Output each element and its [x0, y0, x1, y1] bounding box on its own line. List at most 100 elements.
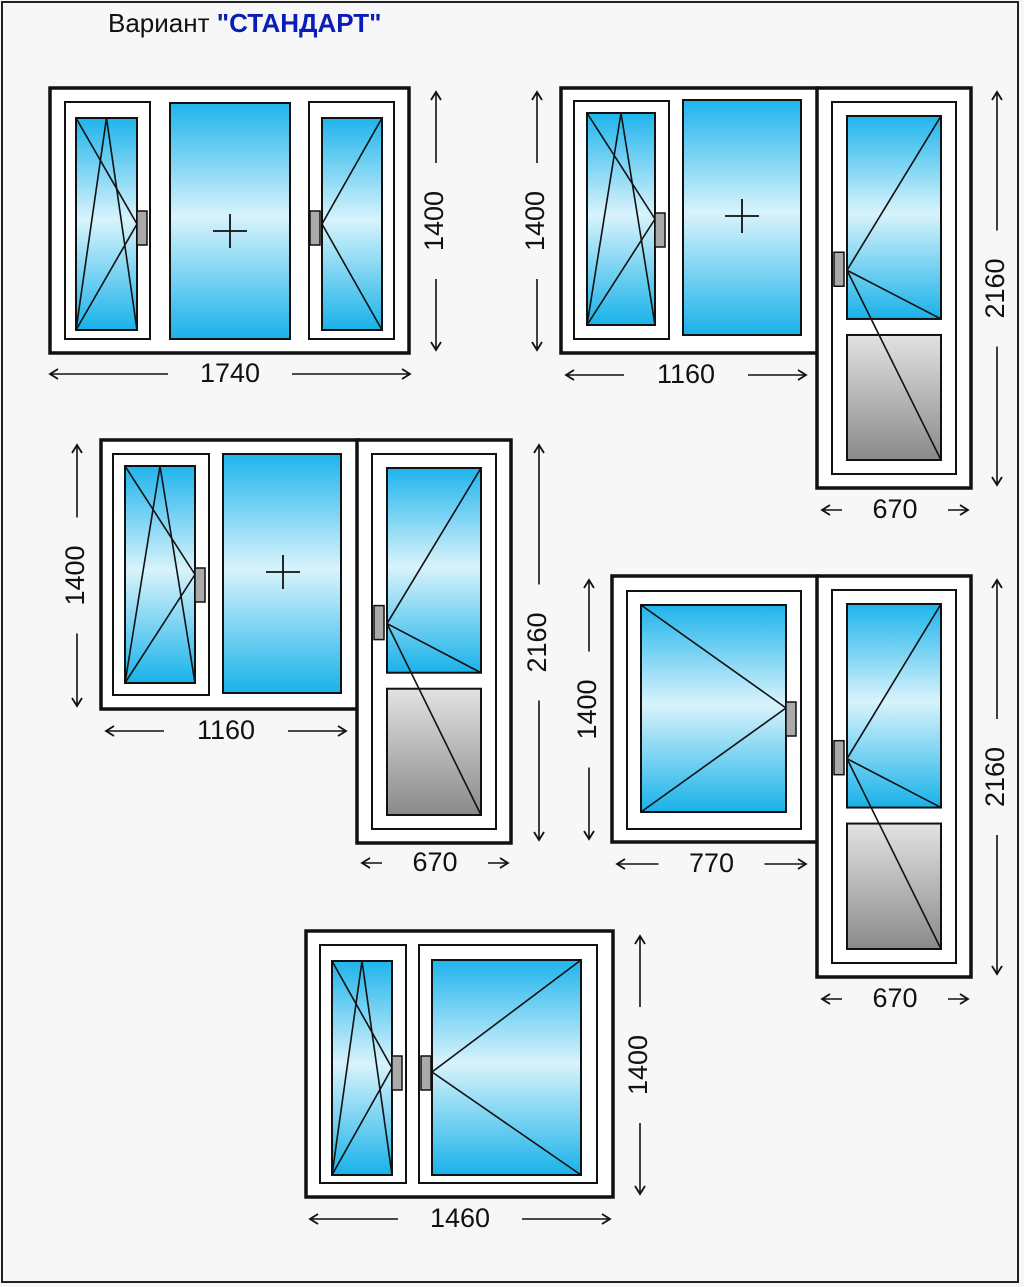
tilt-line	[361, 960, 393, 1176]
arrow-head-icon	[430, 90, 442, 101]
dimension-label: 1460	[430, 1203, 490, 1233]
opening-line	[846, 269, 942, 320]
handle-icon	[309, 210, 321, 246]
arrow-head-icon	[533, 831, 545, 842]
dimension-label: 770	[689, 848, 734, 878]
arrow-head-icon	[308, 1213, 319, 1225]
opening-line	[846, 269, 942, 461]
arrow-head-icon	[991, 578, 1003, 589]
dimension-label: 670	[872, 494, 917, 524]
handle-icon	[194, 567, 206, 603]
arrow-head-icon	[430, 341, 442, 352]
arrow-head-icon	[533, 443, 545, 454]
opening-line	[331, 960, 393, 1069]
window-w5: 1460 1400	[304, 929, 653, 1233]
glass-pane	[331, 960, 393, 1176]
dimension-label: 1400	[623, 1035, 653, 1095]
tilt-line	[159, 465, 196, 684]
opening-line	[846, 757, 942, 809]
dimension-label: 1400	[520, 191, 550, 251]
tilt-line	[620, 112, 656, 326]
arrow-head-icon	[71, 697, 83, 708]
tilt-line	[124, 465, 161, 684]
arrow-head-icon	[797, 858, 808, 870]
opening-line	[124, 465, 196, 575]
dimension-label: 1400	[572, 679, 602, 739]
glass-pane	[640, 604, 787, 813]
opening-line	[386, 623, 482, 816]
arrow-head-icon	[360, 857, 371, 869]
handle-icon	[654, 212, 666, 248]
dimension-label: 1160	[197, 715, 255, 745]
opening-line	[846, 603, 942, 760]
arrow-head-icon	[531, 90, 543, 101]
opening-line	[124, 574, 196, 684]
opening-line	[431, 959, 582, 1073]
opening-line	[640, 604, 787, 709]
opening-line	[331, 1067, 393, 1176]
tilt-line	[75, 117, 108, 331]
glass-pane	[386, 467, 482, 674]
arrow-head-icon	[820, 993, 831, 1005]
arrow-head-icon	[104, 725, 115, 737]
glass-pane	[124, 465, 196, 684]
arrow-head-icon	[991, 965, 1003, 976]
dimension-label: 670	[412, 847, 457, 877]
handle-icon	[136, 210, 148, 246]
opening-line	[386, 622, 482, 674]
dimension-label: 2160	[522, 612, 552, 672]
handle-icon	[391, 1055, 403, 1091]
arrow-head-icon	[337, 725, 348, 737]
arrow-head-icon	[564, 369, 575, 381]
arrow-head-icon	[797, 369, 808, 381]
arrow-head-icon	[583, 578, 595, 589]
glass-pane	[846, 115, 942, 320]
arrow-head-icon	[48, 368, 59, 380]
arrow-head-icon	[583, 830, 595, 841]
dimension-label: 2160	[980, 747, 1010, 807]
opening-line	[431, 1071, 582, 1176]
handle-icon	[785, 701, 797, 737]
glass-pane	[321, 117, 383, 331]
tilt-line	[105, 117, 138, 331]
title-prefix: Вариант	[108, 8, 217, 38]
handle-icon	[420, 1055, 432, 1091]
opening-line	[386, 467, 482, 625]
opening-line	[846, 115, 942, 271]
page-title: Вариант "СТАНДАРТ"	[108, 8, 382, 39]
opening-line	[321, 223, 383, 331]
arrow-head-icon	[959, 993, 970, 1005]
opening-line	[75, 223, 138, 331]
glass-pane	[75, 117, 138, 331]
arrow-head-icon	[991, 476, 1003, 487]
dimension-label: 2160	[980, 258, 1010, 318]
dimension-label: 1740	[200, 358, 260, 388]
title-variant: "СТАНДАРТ"	[216, 8, 382, 38]
glass-pane	[431, 959, 582, 1176]
glass-pane	[846, 603, 942, 809]
arrow-head-icon	[531, 341, 543, 352]
opening-line	[586, 112, 656, 220]
arrow-head-icon	[959, 504, 970, 516]
handle-icon	[833, 251, 845, 287]
opening-line	[640, 707, 787, 813]
tilt-line	[586, 112, 622, 326]
arrow-head-icon	[634, 934, 646, 945]
arrow-head-icon	[401, 368, 412, 380]
arrow-head-icon	[71, 443, 83, 454]
opening-line	[321, 117, 383, 225]
opening-line	[75, 117, 138, 225]
handle-icon	[833, 739, 845, 776]
tilt-line	[331, 960, 363, 1176]
arrow-head-icon	[499, 857, 510, 869]
opening-line	[846, 758, 942, 950]
handle-icon	[373, 604, 385, 641]
arrow-head-icon	[820, 504, 831, 516]
dimension-label: 670	[872, 983, 917, 1013]
door-panel	[846, 333, 942, 461]
glass-pane	[222, 453, 342, 694]
